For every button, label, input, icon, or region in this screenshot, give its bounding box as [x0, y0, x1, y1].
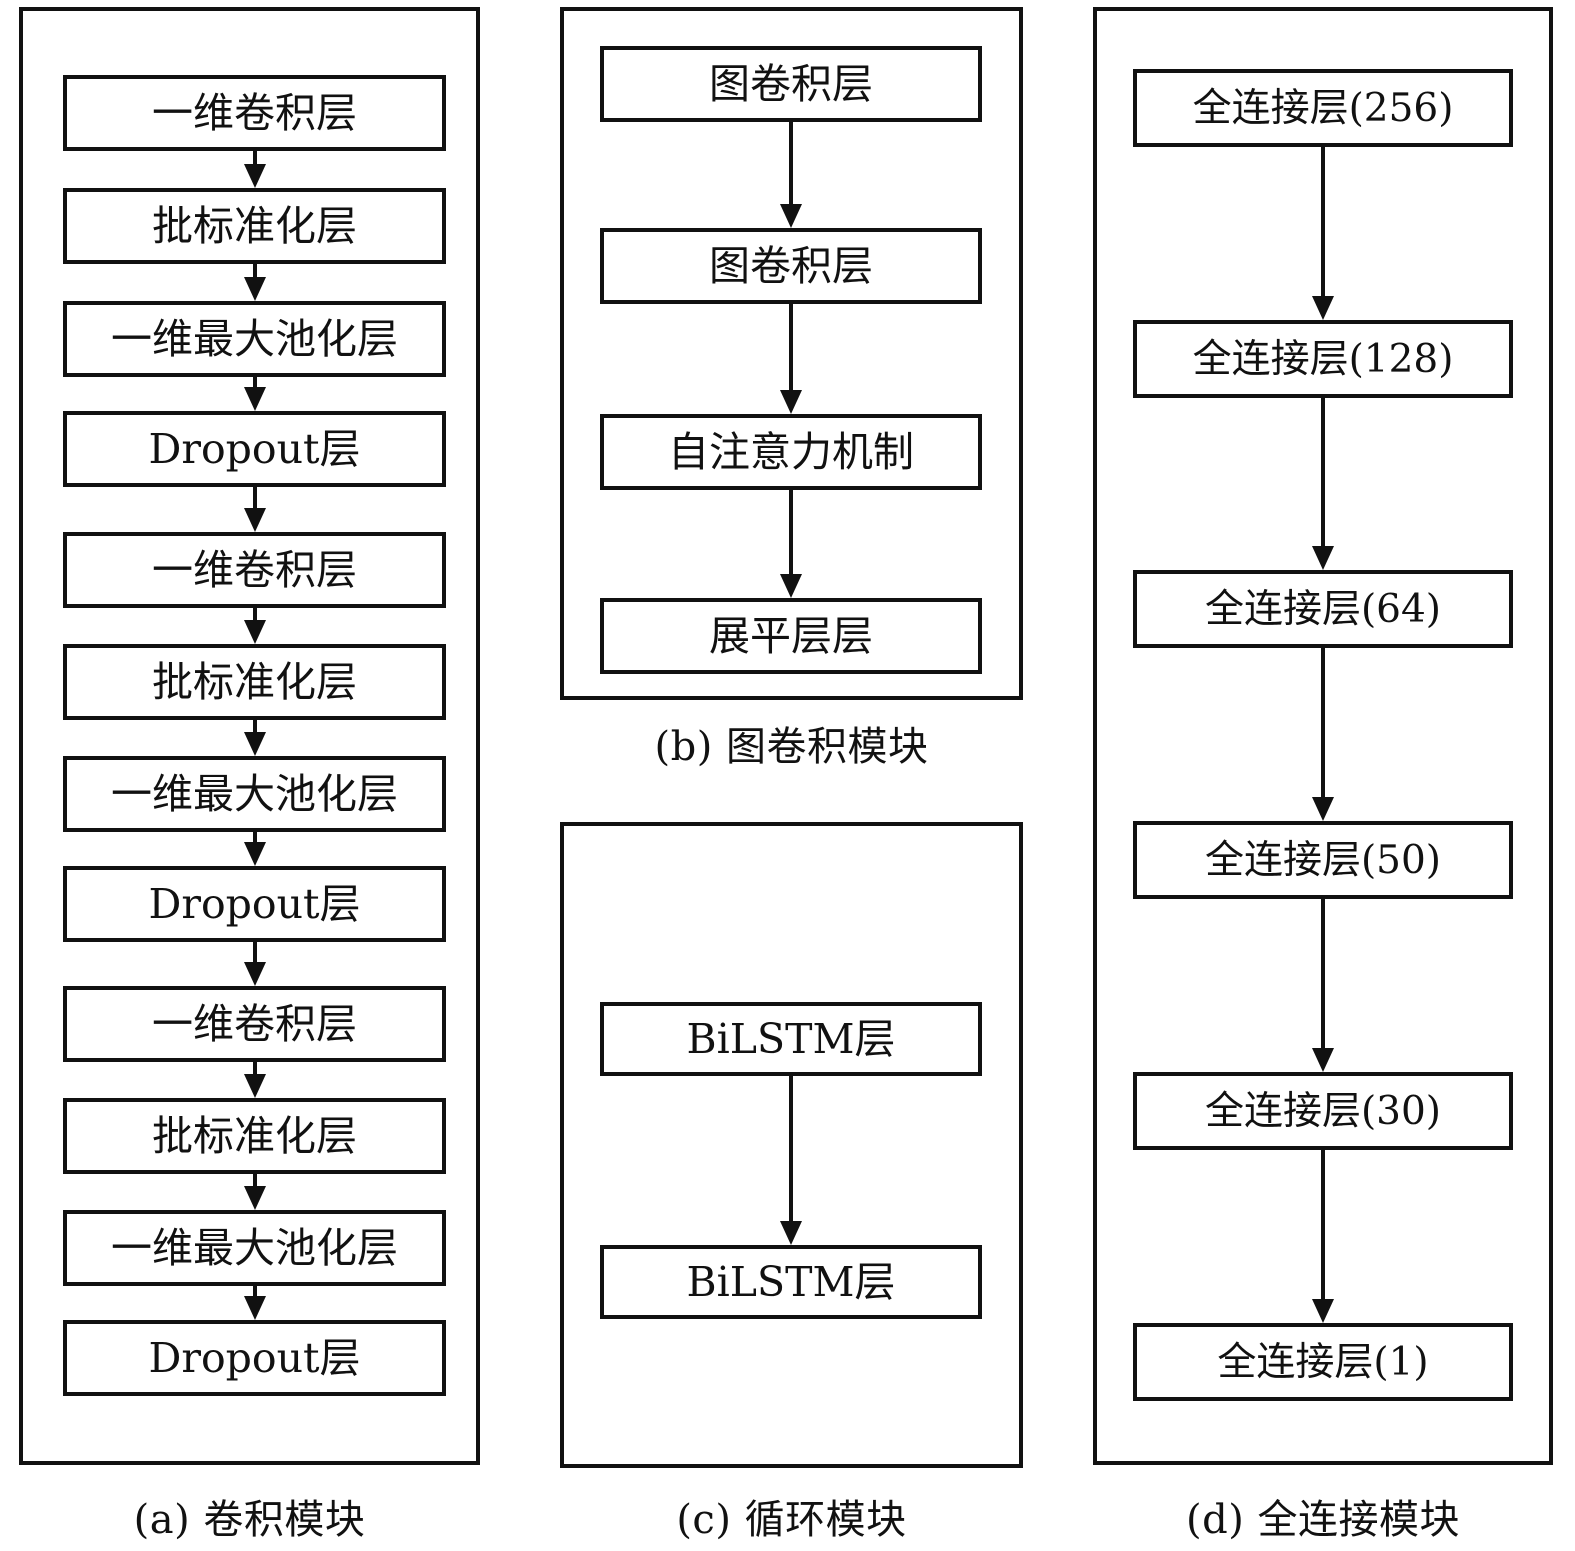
node-d-1: 全连接层(128) — [1133, 320, 1513, 398]
node-label: 一维卷积层 — [152, 88, 357, 137]
node-label: 全连接层(30) — [1204, 1088, 1442, 1134]
arrow-a-3 — [63, 487, 446, 532]
node-c-1: BiLSTM层 — [600, 1245, 982, 1319]
node-d-0: 全连接层(256) — [1133, 69, 1513, 147]
arrow-d-1 — [1133, 398, 1513, 570]
arrow-a-10 — [63, 1286, 446, 1320]
node-d-3: 全连接层(50) — [1133, 821, 1513, 899]
arrow-a-2 — [63, 377, 446, 411]
node-b-1: 图卷积层 — [600, 228, 982, 304]
node-d-2: 全连接层(64) — [1133, 570, 1513, 648]
node-label: 自注意力机制 — [668, 427, 914, 476]
node-c-0: BiLSTM层 — [600, 1002, 982, 1076]
arrow-d-2 — [1133, 648, 1513, 821]
node-d-4: 全连接层(30) — [1133, 1072, 1513, 1150]
node-label: 全连接层(64) — [1204, 586, 1442, 632]
node-a-9: 批标准化层 — [63, 1098, 446, 1174]
arrow-d-3 — [1133, 899, 1513, 1072]
node-a-10: 一维最大池化层 — [63, 1210, 446, 1286]
arrow-a-0 — [63, 151, 446, 188]
node-a-0: 一维卷积层 — [63, 75, 446, 151]
node-label: 一维最大池化层 — [111, 1223, 398, 1272]
node-label: 全连接层(128) — [1192, 336, 1454, 382]
node-label: 批标准化层 — [152, 1111, 357, 1160]
arrow-a-6 — [63, 832, 446, 866]
node-label: 全连接层(256) — [1192, 85, 1454, 131]
node-a-4: 一维卷积层 — [63, 532, 446, 608]
node-label: BiLSTM层 — [686, 1257, 896, 1306]
node-label: 一维最大池化层 — [111, 769, 398, 818]
node-label: 批标准化层 — [152, 201, 357, 250]
arrow-b-2 — [600, 490, 982, 598]
node-a-6: 一维最大池化层 — [63, 756, 446, 832]
arrow-a-1 — [63, 264, 446, 301]
node-a-5: 批标准化层 — [63, 644, 446, 720]
arrow-b-1 — [600, 304, 982, 414]
arrow-a-4 — [63, 608, 446, 644]
node-label: 全连接层(50) — [1204, 837, 1442, 883]
node-label: BiLSTM层 — [686, 1014, 896, 1063]
panel-c-caption: (c) 循环模块 — [676, 1497, 907, 1543]
node-label: 批标准化层 — [152, 657, 357, 706]
node-label: 一维卷积层 — [152, 545, 357, 594]
arrow-a-9 — [63, 1174, 446, 1210]
panel-a-caption: (a) 卷积模块 — [133, 1497, 366, 1543]
node-label: Dropout层 — [148, 424, 361, 473]
node-a-7: Dropout层 — [63, 866, 446, 942]
node-label: 全连接层(1) — [1217, 1339, 1429, 1385]
arrow-a-5 — [63, 720, 446, 756]
arrow-b-0 — [600, 122, 982, 228]
node-label: 图卷积层 — [709, 241, 873, 290]
node-b-2: 自注意力机制 — [600, 414, 982, 490]
node-label: 展平层层 — [709, 611, 873, 660]
node-a-11: Dropout层 — [63, 1320, 446, 1396]
node-a-1: 批标准化层 — [63, 188, 446, 264]
node-label: 图卷积层 — [709, 59, 873, 108]
node-label: Dropout层 — [148, 1333, 361, 1382]
arrow-d-4 — [1133, 1150, 1513, 1323]
node-a-3: Dropout层 — [63, 411, 446, 487]
node-a-2: 一维最大池化层 — [63, 301, 446, 377]
arrow-d-0 — [1133, 147, 1513, 320]
node-label: 一维最大池化层 — [111, 314, 398, 363]
panel-b-caption: (b) 图卷积模块 — [654, 724, 929, 770]
node-b-0: 图卷积层 — [600, 46, 982, 122]
node-a-8: 一维卷积层 — [63, 986, 446, 1062]
node-label: 一维卷积层 — [152, 999, 357, 1048]
arrow-a-7 — [63, 942, 446, 986]
node-d-5: 全连接层(1) — [1133, 1323, 1513, 1401]
arrow-c-0 — [600, 1076, 982, 1245]
arrow-a-8 — [63, 1062, 446, 1098]
node-label: Dropout层 — [148, 879, 361, 928]
panel-d-caption: (d) 全连接模块 — [1185, 1497, 1461, 1543]
node-b-3: 展平层层 — [600, 598, 982, 674]
